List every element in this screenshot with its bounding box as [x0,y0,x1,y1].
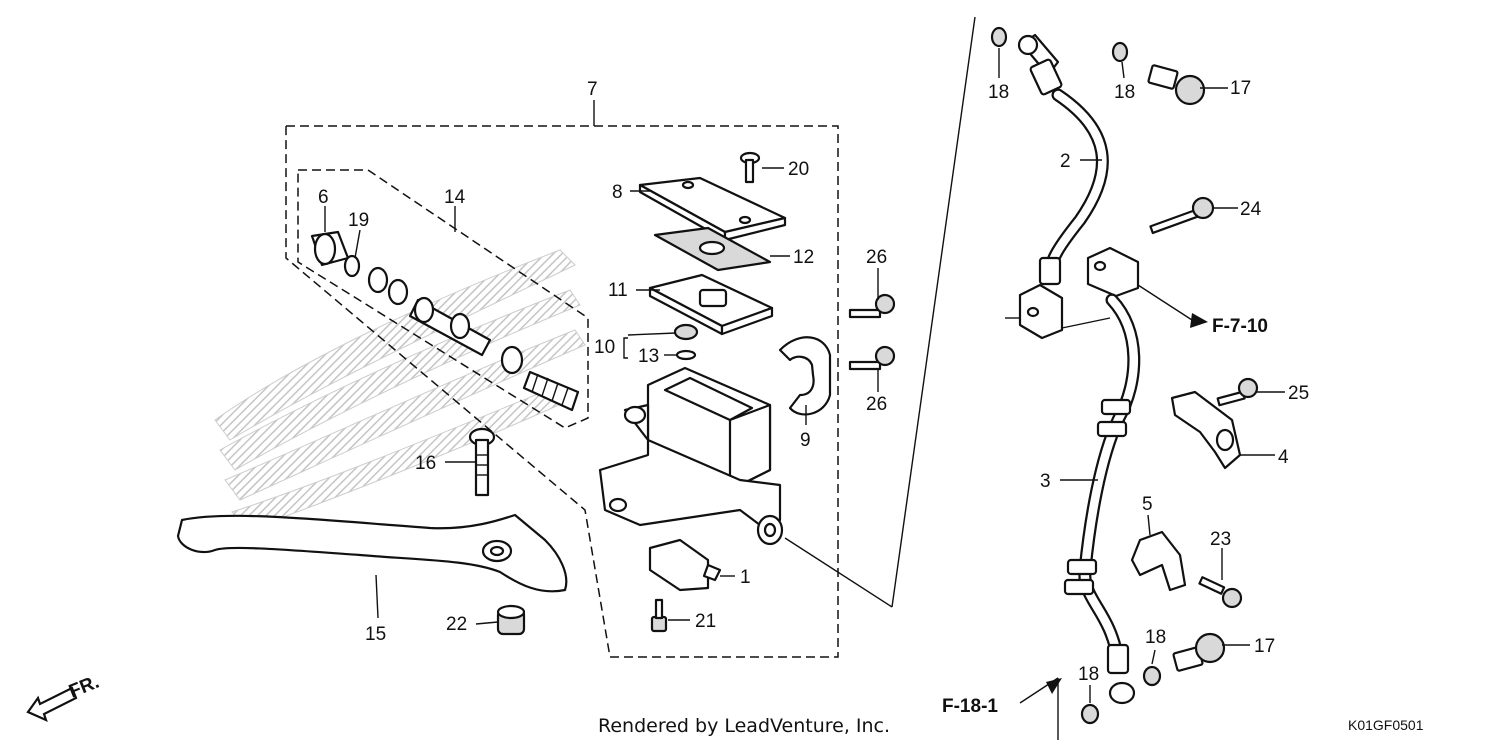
callout-26b: 26 [866,394,887,415]
brake-switch[interactable] [648,538,722,592]
leader-lines [324,48,1285,740]
callout-17b: 17 [1254,636,1275,657]
callout-18d: 18 [1078,664,1099,685]
callout-13: 13 [638,346,659,367]
callout-23: 23 [1210,529,1231,550]
pivot-bolt[interactable] [468,427,496,497]
callout-25: 25 [1288,383,1309,404]
lower-brake-hose[interactable] [1063,293,1141,705]
fr-label: FR. [66,672,102,703]
lever-nut[interactable] [496,604,526,636]
switch-screw[interactable] [650,598,668,633]
callout-15: 15 [365,624,386,645]
callout-16: 16 [415,453,436,474]
callout-5: 5 [1142,494,1153,515]
hose-clamp[interactable] [1170,390,1242,470]
holder-bolt-upper[interactable] [848,293,896,319]
master-cylinder-body[interactable] [598,366,784,546]
piston-set-outline [297,169,589,429]
guide-bolt[interactable] [1198,576,1243,609]
callout-18c: 18 [1145,627,1166,648]
credit-text: Rendered by LeadVenture, Inc. [598,715,890,737]
reservoir-plate[interactable] [653,226,772,272]
lever-holder[interactable] [778,336,832,416]
cap-screw[interactable] [739,151,761,184]
banjo-bolt-upper[interactable] [1147,64,1206,106]
master-cylinder-assy-outline [285,125,839,658]
arrow-f710 [1190,313,1208,328]
sealing-washer-2[interactable] [1111,41,1129,63]
reservoir-diaphragm[interactable] [648,273,774,336]
callout-21: 21 [695,611,716,632]
callout-4: 4 [1278,447,1289,468]
callout-22: 22 [446,614,467,635]
callout-12: 12 [793,247,814,268]
callout-18b: 18 [1114,82,1135,103]
front-direction-arrow: FR. [26,672,102,723]
callout-26a: 26 [866,247,887,268]
piston-set[interactable] [310,230,580,412]
diagram-code: K01GF0501 [1348,717,1424,733]
brake-lever[interactable] [176,513,568,593]
callout-14: 14 [444,187,466,208]
callout-7: 7 [587,79,598,100]
upper-brake-hose[interactable] [1017,33,1109,286]
watermark-wing [214,249,586,531]
hose-guide[interactable] [1130,530,1187,592]
clamp-bolt[interactable] [1216,377,1259,407]
sealing-washer-3[interactable] [1142,665,1162,687]
callout-6: 6 [318,187,329,208]
holder-bolt-lower[interactable] [848,345,896,371]
callout-17a: 17 [1230,78,1251,99]
callout-1: 1 [740,567,751,588]
callout-10: 10 [594,337,615,358]
ref-f18-1: F-18-1 [942,696,998,717]
callout-11: 11 [608,280,628,301]
sealing-washer-1[interactable] [990,26,1008,48]
ref-f7-10: F-7-10 [1212,316,1268,337]
sight-glass[interactable] [673,323,699,361]
sealing-washer-4[interactable] [1080,703,1100,725]
arrow-f181 [1046,678,1062,694]
callout-20: 20 [788,159,809,180]
callout-2: 2 [1060,151,1071,172]
banjo-bolt-lower[interactable] [1172,632,1226,672]
callout-18a: 18 [988,82,1009,103]
callout-19: 19 [348,210,369,231]
callout-24: 24 [1240,199,1262,220]
callout-9: 9 [800,430,811,451]
joint-bolt[interactable] [1149,196,1215,235]
callout-3: 3 [1040,471,1051,492]
three-way-joint[interactable] [1018,246,1140,340]
callout-8: 8 [612,182,623,203]
